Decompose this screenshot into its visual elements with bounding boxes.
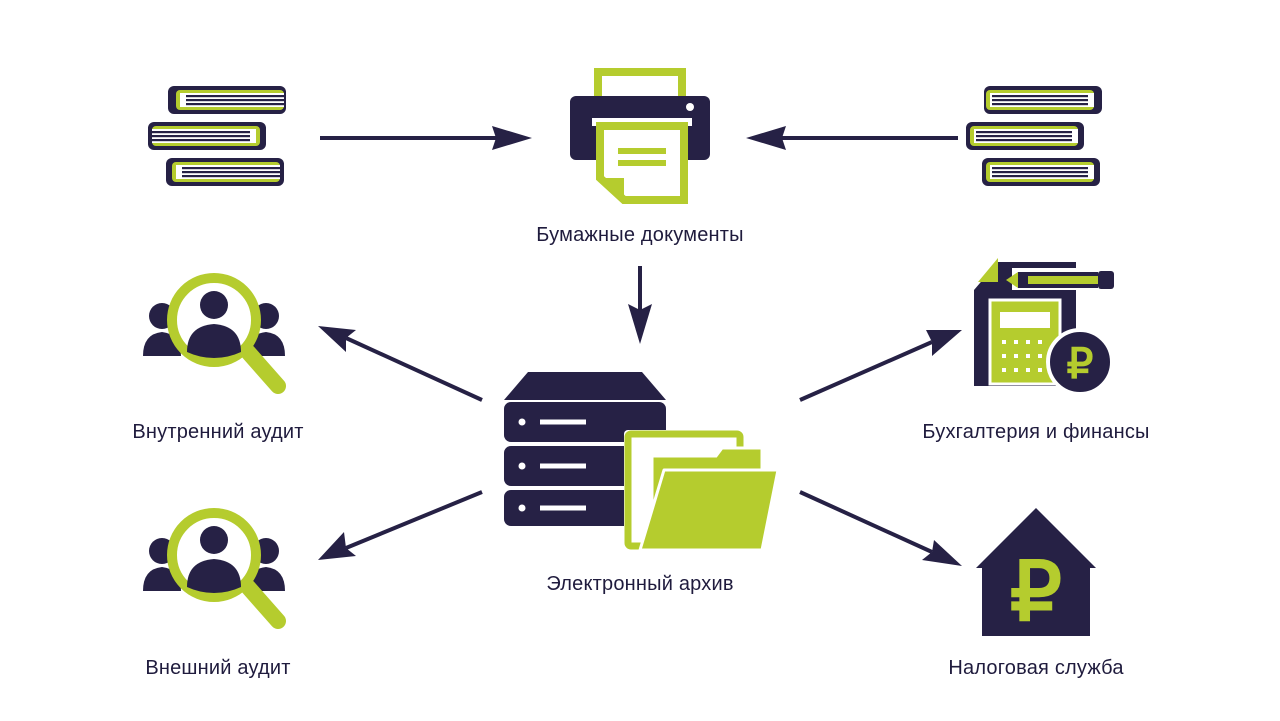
arrow-archive-to-internal-audit (318, 326, 483, 402)
internal-audit-label: Внутренний аудит (132, 421, 304, 443)
svg-text:₽: ₽ (1067, 340, 1094, 387)
arrow-archive-to-external-audit (318, 490, 483, 560)
users-magnifier-icon-external (143, 508, 286, 629)
server-folder-icon (504, 372, 780, 552)
external-audit-label: Внешний аудит (145, 657, 291, 679)
connectors (318, 126, 962, 566)
arrow-left-books-to-printer (320, 126, 532, 150)
svg-text:₽: ₽ (1010, 547, 1062, 638)
accounting-finance-label: Бухгалтерия и финансы (922, 421, 1150, 443)
house-ruble-icon: ₽ (976, 508, 1096, 638)
users-magnifier-icon-internal (143, 273, 286, 394)
tax-service-label: Налоговая служба (948, 657, 1124, 679)
calculator-document-ruble-icon: ₽ (974, 258, 1114, 396)
arrow-right-books-to-printer (746, 126, 958, 150)
arrow-printer-to-archive (628, 266, 652, 344)
electronic-archive-label: Электронный архив (546, 573, 734, 595)
arrow-archive-to-accounting (799, 330, 962, 402)
arrow-archive-to-tax-service (799, 490, 962, 566)
books-stack-left-icon (148, 86, 286, 186)
paper-documents-label: Бумажные документы (536, 224, 744, 246)
printer-icon (570, 68, 710, 204)
books-stack-right-icon (966, 86, 1102, 186)
